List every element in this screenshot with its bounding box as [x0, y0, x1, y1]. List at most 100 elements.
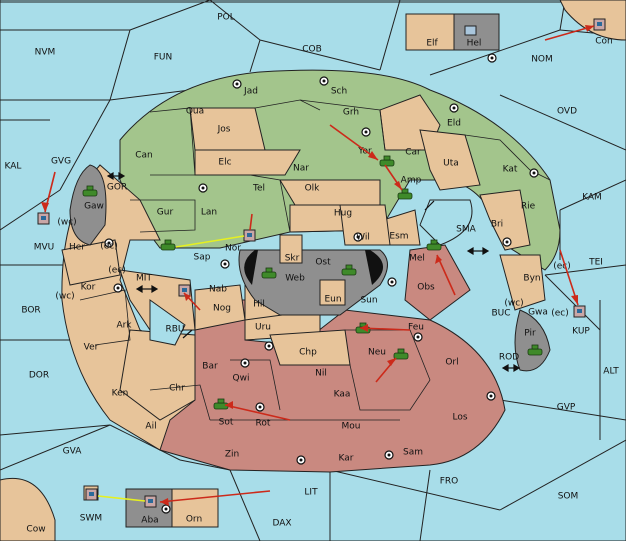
region-cow[interactable]	[0, 477, 56, 541]
svg-text:Chp: Chp	[299, 348, 317, 358]
label-nom: NOM	[531, 55, 553, 65]
label-gvg: GVG	[51, 157, 71, 167]
label-mit: MIT	[136, 274, 152, 284]
army-icon	[426, 239, 442, 251]
label-buc: BUC	[491, 309, 510, 319]
svg-text:Mel: Mel	[409, 254, 425, 264]
label-ovd: OVD	[557, 107, 577, 117]
svg-text:Nar: Nar	[293, 164, 309, 174]
svg-text:Gur: Gur	[157, 208, 174, 218]
svg-text:Esm: Esm	[389, 232, 408, 242]
black-cap-west	[244, 250, 258, 285]
region-pir[interactable]	[514, 309, 551, 372]
svg-text:Bar: Bar	[202, 362, 218, 372]
svg-text:Mou: Mou	[342, 422, 361, 432]
region-olk[interactable]	[279, 179, 381, 206]
army-icon	[341, 264, 357, 276]
svg-text:Jos: Jos	[217, 125, 231, 135]
region-orn[interactable]	[171, 488, 219, 528]
svg-text:Jad: Jad	[243, 87, 258, 97]
svg-text:Orl: Orl	[445, 358, 458, 368]
svg-text:Zin: Zin	[225, 450, 239, 460]
svg-text:Feu: Feu	[408, 323, 424, 333]
region-bri[interactable]	[479, 189, 531, 251]
label-tei: TEI	[588, 258, 603, 268]
svg-text:Kaa: Kaa	[334, 390, 351, 400]
svg-text:Car: Car	[405, 148, 421, 158]
support-line	[97, 495, 146, 502]
svg-text:Elc: Elc	[218, 158, 231, 168]
order-arrow	[544, 25, 595, 41]
army-icon	[397, 188, 413, 200]
svg-text:Ail: Ail	[145, 422, 156, 432]
svg-text:Sun: Sun	[360, 296, 377, 306]
fleet-icon	[243, 229, 256, 242]
region-wil[interactable]	[339, 204, 391, 246]
label-rbu: RBU	[165, 325, 184, 335]
svg-text:Kor: Kor	[81, 283, 96, 293]
region-gaw[interactable]	[69, 164, 107, 246]
svg-text:Bri: Bri	[491, 220, 503, 230]
fleet-icon	[464, 25, 477, 36]
svg-text:Chr: Chr	[169, 384, 185, 394]
region-elc[interactable]	[194, 149, 301, 176]
province-borders	[79, 99, 551, 421]
fleet-icon	[593, 18, 606, 31]
black-cap-east	[365, 250, 384, 285]
label-rod: ROD	[499, 353, 519, 363]
army-icon	[393, 348, 409, 360]
svg-text:Web: Web	[285, 274, 305, 284]
svg-text:(wc): (wc)	[55, 292, 74, 302]
order-arrow	[159, 490, 271, 503]
label-mvu: MVU	[34, 243, 55, 253]
fleet-icon	[37, 212, 50, 225]
svg-text:Ver: Ver	[84, 343, 99, 353]
label-aba: Aba	[141, 516, 158, 526]
label-nvm: NVM	[35, 48, 56, 58]
svg-text:Nor: Nor	[225, 244, 241, 254]
svg-text:Grh: Grh	[343, 108, 359, 118]
svg-text:Sch: Sch	[331, 87, 347, 97]
region-elf[interactable]	[405, 13, 455, 51]
army-icon	[213, 398, 229, 410]
supports	[97, 235, 245, 502]
region-eun[interactable]	[319, 279, 346, 306]
land-labels: Jad Sch Qua Grh Eld Jos Can Yor Car Uta …	[69, 87, 548, 464]
svg-text:Gaw: Gaw	[84, 202, 104, 212]
svg-text:Nil: Nil	[315, 369, 327, 379]
svg-text:Uta: Uta	[443, 159, 459, 169]
svg-text:Wil: Wil	[356, 233, 370, 243]
supply-centers	[104, 53, 539, 514]
label-gvp: GVP	[557, 403, 576, 413]
label-bor: BOR	[21, 306, 40, 316]
svg-text:Hug: Hug	[334, 209, 352, 219]
svg-text:Uru: Uru	[255, 323, 271, 333]
fleet-icon	[144, 495, 157, 508]
svg-text:(ec): (ec)	[553, 262, 571, 272]
svg-text:Hil: Hil	[253, 300, 265, 310]
label-sma: SMA	[456, 225, 476, 235]
svg-text:Pir: Pir	[524, 329, 536, 339]
svg-text:Sot: Sot	[219, 418, 234, 428]
region-uta[interactable]	[419, 129, 481, 191]
fleet-icon	[178, 284, 191, 297]
region-byn[interactable]	[499, 254, 546, 311]
coast-labels: (wc) (ec) (ec) (wc) (wc) (ec) (ec)	[55, 218, 570, 319]
red-mass	[159, 299, 506, 473]
label-fun: FUN	[154, 53, 173, 63]
region-kor[interactable]	[61, 239, 121, 286]
svg-text:Gwa: Gwa	[528, 308, 548, 318]
region-skr[interactable]	[279, 234, 303, 264]
svg-text:(ec): (ec)	[100, 242, 118, 252]
label-cob: COB	[302, 45, 322, 55]
label-pol: POL	[217, 13, 235, 23]
units	[82, 155, 543, 410]
svg-text:Tel: Tel	[252, 184, 265, 194]
region-chr[interactable]	[119, 329, 196, 421]
arrowheads	[41, 25, 594, 506]
label-dax: DAX	[272, 519, 291, 529]
region-rbu[interactable]	[149, 299, 186, 346]
